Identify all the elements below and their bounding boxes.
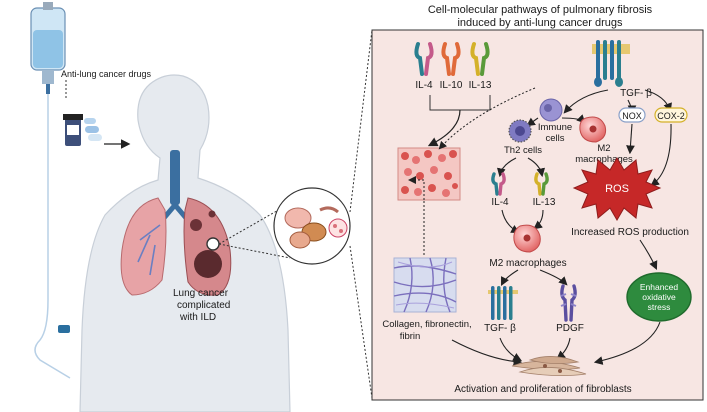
immune-cell-icon <box>539 98 563 122</box>
il4-receptor-icon <box>414 42 434 76</box>
il13-label: IL-13 <box>469 80 492 91</box>
ros-label: ROS <box>605 183 629 195</box>
ros-production-label: Increased ROS production <box>571 227 689 238</box>
tgf-beta-bottom-receptor-icon <box>488 286 518 320</box>
m2-mid-label: M2 macrophages <box>489 258 566 269</box>
th2-cell-icon <box>508 119 532 143</box>
ecm-fibers-icon <box>393 257 457 313</box>
stress-label-2: oxidative <box>642 292 676 302</box>
drugs-label: Anti-lung cancer drugs <box>61 69 152 79</box>
fibroblasts-icon <box>511 356 587 376</box>
th2-il4-receptor-icon <box>491 172 506 196</box>
human-body <box>79 74 291 412</box>
il10-receptor-icon <box>441 42 461 76</box>
oxidative-stress-badge <box>626 272 692 322</box>
nox-badge <box>618 107 646 123</box>
il13-receptor-icon <box>470 42 490 76</box>
cancer-label-2: complicated <box>177 300 230 311</box>
pdgf-receptor-icon <box>560 284 577 322</box>
ros-burst <box>572 157 662 221</box>
iv-drip <box>30 2 71 379</box>
tgf-beta-top-label: TGF- β <box>620 88 652 99</box>
title-line-1: Cell-molecular pathways of pulmonary fib… <box>428 4 653 16</box>
alveoli-zoom <box>273 187 351 265</box>
fibroblast-label: Activation and proliferation of fibrobla… <box>454 384 631 395</box>
tgf-beta-receptor-icon <box>592 40 630 87</box>
cancer-label-3: with ILD <box>179 312 216 323</box>
th2-il13-receptor-icon <box>534 172 549 196</box>
il10-label: IL-10 <box>440 80 463 91</box>
pdgf-label: PDGF <box>556 323 584 334</box>
immune-label-2: cells <box>545 133 564 144</box>
m2-macrophage-top-icon <box>579 116 607 143</box>
th2-il4-label: IL-4 <box>491 197 509 208</box>
nox-label: NOX <box>622 111 642 121</box>
pathway-panel <box>371 29 704 401</box>
ecm-label-1: Collagen, fibronectin, <box>382 319 471 330</box>
fibrotic-tissue-icon <box>397 147 461 201</box>
stress-label-3: stress <box>648 302 671 312</box>
stress-label-1: Enhanced <box>640 282 679 292</box>
tgf-beta-bottom-label: TGF- β <box>484 323 516 334</box>
ecm-label-2: fibrin <box>400 331 421 342</box>
drug-bottle-icon <box>63 114 102 146</box>
th2-label: Th2 cells <box>504 145 542 156</box>
il4-label: IL-4 <box>415 80 433 91</box>
m2-top-label-2: macrophages <box>575 154 633 165</box>
m2-macrophage-mid-icon <box>513 224 541 253</box>
title-line-2: induced by anti-lung cancer drugs <box>457 17 623 29</box>
cancer-label-1: Lung cancer <box>173 288 229 299</box>
cox2-label: COX-2 <box>657 111 685 121</box>
immune-label-1: Immune <box>538 122 572 133</box>
th2-il13-label: IL-13 <box>533 197 556 208</box>
m2-top-label-1: M2 <box>597 143 610 154</box>
cox2-badge <box>654 107 688 123</box>
